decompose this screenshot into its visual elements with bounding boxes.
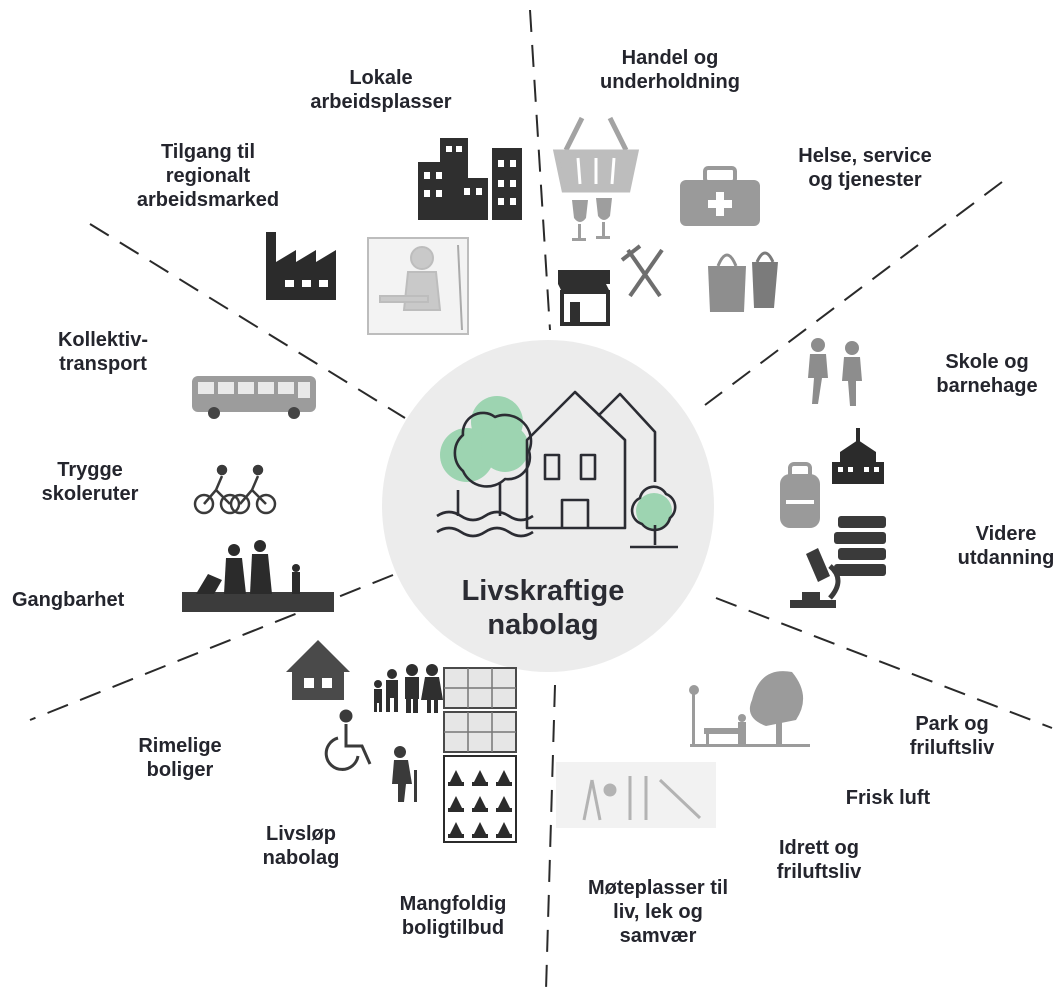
divider-top — [529, 9, 551, 331]
label-moteplasser: Møteplasser til liv, lek og samvær — [587, 877, 729, 947]
divider-lower-right — [715, 597, 1053, 729]
label-idrett-og-friluftsliv: Idrett og friluftsliv — [776, 837, 862, 883]
center-title: Livskraftige nabolag — [461, 575, 625, 641]
shop-icon — [558, 270, 610, 326]
children-walking-icon — [808, 338, 862, 406]
cutlery-icon — [620, 244, 664, 298]
label-videre-utdanning: Videre utdanning — [957, 523, 1055, 569]
shopping-bags-icon — [708, 251, 778, 312]
label-helse-service-og-tjenester: Helse, service og tjenester — [798, 145, 932, 191]
label-trygge-skoleruter: Trygge skoleruter — [41, 459, 139, 505]
pedestrians-icon — [182, 540, 334, 612]
label-livslop-nabolag: Livsløp nabolag — [262, 823, 340, 869]
books-icon — [834, 516, 886, 576]
label-handel-og-underholdning: Handel og underholdning — [600, 47, 740, 93]
park-bench-icon — [689, 671, 810, 747]
label-kollektivtransport: Kollektiv- transport — [57, 329, 149, 375]
divider-upper-left — [89, 223, 406, 419]
divider-lower-left — [29, 574, 394, 721]
label-frisk-luft: Frisk luft — [845, 787, 931, 809]
cyclists-icon — [193, 464, 277, 515]
buildings-icon — [418, 138, 522, 220]
label-gangbarhet: Gangbarhet — [12, 589, 125, 611]
house-with-trees-icon — [436, 390, 678, 549]
first-aid-kit-icon — [680, 166, 760, 226]
wheelchair-icon — [324, 709, 372, 771]
label-park-og-friluftsliv: Park og friluftsliv — [909, 713, 995, 759]
factory-icon — [266, 232, 336, 300]
divider-bottom — [545, 684, 556, 991]
school-building-icon — [832, 428, 884, 484]
microscope-icon — [790, 548, 841, 608]
playground-icon — [556, 762, 716, 828]
backpack-icon — [780, 462, 820, 528]
bus-icon — [192, 376, 316, 419]
label-tilgang-til-regionalt-arbeidsmarked: Tilgang til regionalt arbeidsmarked — [136, 141, 280, 211]
divider-upper-right — [704, 181, 1003, 406]
wine-glasses-icon — [572, 198, 612, 241]
label-lokale-arbeidsplasser: Lokale arbeidsplasser — [310, 67, 452, 113]
office-worker-icon — [367, 237, 469, 335]
house-icon — [286, 640, 350, 700]
basket-icon — [552, 116, 640, 193]
label-skole-og-barnehage: Skole og barnehage — [936, 351, 1038, 397]
family-icon — [374, 664, 443, 713]
label-rimelige-boliger: Rimelige boliger — [138, 735, 222, 781]
sector-dividers — [29, 9, 1053, 991]
apartment-blocks-icon — [443, 667, 517, 843]
label-mangfoldig-boligtilbud: Mangfoldig boligtilbud — [399, 893, 507, 939]
elderly-person-icon — [392, 746, 417, 802]
